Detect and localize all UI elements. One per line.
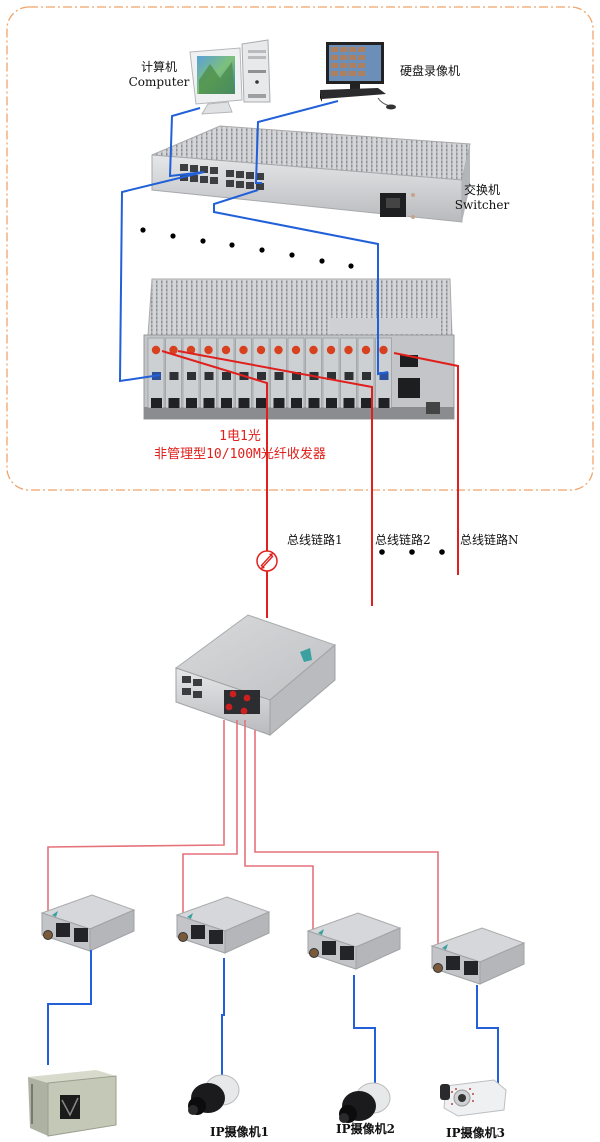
network-switch-icon: [151, 125, 471, 223]
computer-label-en: Computer: [128, 75, 190, 89]
fiber-port-icon: [204, 345, 213, 355]
fiber-port-icon: [221, 345, 231, 355]
transceiver-card: [200, 337, 217, 409]
endpoint-label-camera-3: IP摄像机3: [446, 1126, 505, 1140]
chassis-label: 1电1光 非管理型10/100M光纤收发器: [120, 428, 360, 464]
industrial-pc-icon: [28, 1070, 117, 1137]
transceiver-card: [217, 337, 235, 409]
fiber-port-icon: [309, 345, 318, 355]
transceiver-card: [235, 337, 252, 409]
computer-label-cn: 计算机: [140, 60, 177, 74]
fiber-port-icon: [379, 345, 388, 355]
rj45-port-icon: [257, 372, 266, 380]
fiber-link-symbol-icon: [256, 550, 278, 572]
desktop-computer-icon: [189, 39, 271, 115]
system-boundary: [6, 6, 594, 491]
rj45-port-icon: [187, 372, 196, 380]
ethernet-cables-top: [118, 100, 389, 383]
fiber-splitter-icon: [174, 614, 336, 737]
chassis-label-line1: 1电1光: [219, 429, 261, 444]
ip-camera-icon: [188, 1074, 240, 1115]
fiber-port-icon: [256, 345, 266, 355]
transceiver-card: [147, 337, 165, 409]
fiber-receiver-icon: [430, 927, 526, 985]
bus-link-label-1: 总线链路1: [287, 533, 343, 547]
transceiver-card: [182, 337, 200, 409]
transceiver-card: [322, 337, 340, 409]
fiber-port-icon: [151, 345, 161, 355]
fiber-receiver-icon: [175, 896, 271, 954]
transceiver-card: [165, 337, 182, 409]
transceiver-card: [305, 337, 322, 409]
rj45-port-icon: [344, 372, 354, 380]
fiber-receiver-icon: [306, 912, 402, 970]
fiber-port-icon: [274, 345, 283, 355]
transceiver-card: [357, 337, 375, 409]
rj45-port-icon: [362, 372, 371, 380]
switch-label: 交换机 Switcher: [454, 183, 510, 213]
rack-chassis-icon: [143, 278, 455, 420]
computer-label: 计算机 Computer: [128, 60, 190, 90]
rj45-port-icon: [379, 372, 389, 380]
fiber-port-icon: [361, 345, 371, 355]
rj45-port-icon: [292, 372, 301, 380]
rj45-port-icon: [327, 372, 336, 380]
fiber-cables: [161, 350, 459, 618]
rj45-port-icon: [169, 372, 179, 380]
ethernet-cables-bottom: [47, 950, 499, 1090]
fiber-receiver-icon: [40, 894, 136, 952]
fiber-port-icon: [169, 345, 178, 355]
switch-label-cn: 交换机: [463, 183, 500, 197]
bus-link-label-2: 总线链路2: [375, 533, 431, 547]
dvr-monitor-icon: [320, 42, 396, 110]
switch-label-en: Switcher: [454, 198, 510, 212]
fiber-port-icon: [239, 345, 248, 355]
transceiver-card: [340, 337, 357, 409]
rj45-port-icon: [274, 372, 284, 380]
chassis-label-line2: 非管理型10/100M光纤收发器: [154, 447, 326, 462]
endpoint-label-camera-1: IP摄像机1: [210, 1125, 269, 1139]
fiber-port-icon: [291, 345, 301, 355]
continuation-dots: [140, 227, 354, 269]
transceiver-card: [252, 337, 270, 409]
transceiver-card: [270, 337, 287, 409]
bus-continuation-dots: [379, 549, 445, 555]
fiber-port-icon: [326, 345, 336, 355]
fiber-port-icon: [344, 345, 353, 355]
fiber-branch-cables: [47, 720, 439, 962]
dvr-label: 硬盘录像机: [400, 64, 461, 78]
endpoint-label-camera-2: IP摄像机2: [336, 1122, 395, 1136]
bullet-camera-icon: [440, 1079, 507, 1117]
rj45-port-icon: [222, 372, 231, 380]
ip-camera-icon: [339, 1082, 391, 1123]
rj45-port-icon: [204, 372, 214, 380]
bus-link-label-n: 总线链路N: [460, 533, 519, 547]
